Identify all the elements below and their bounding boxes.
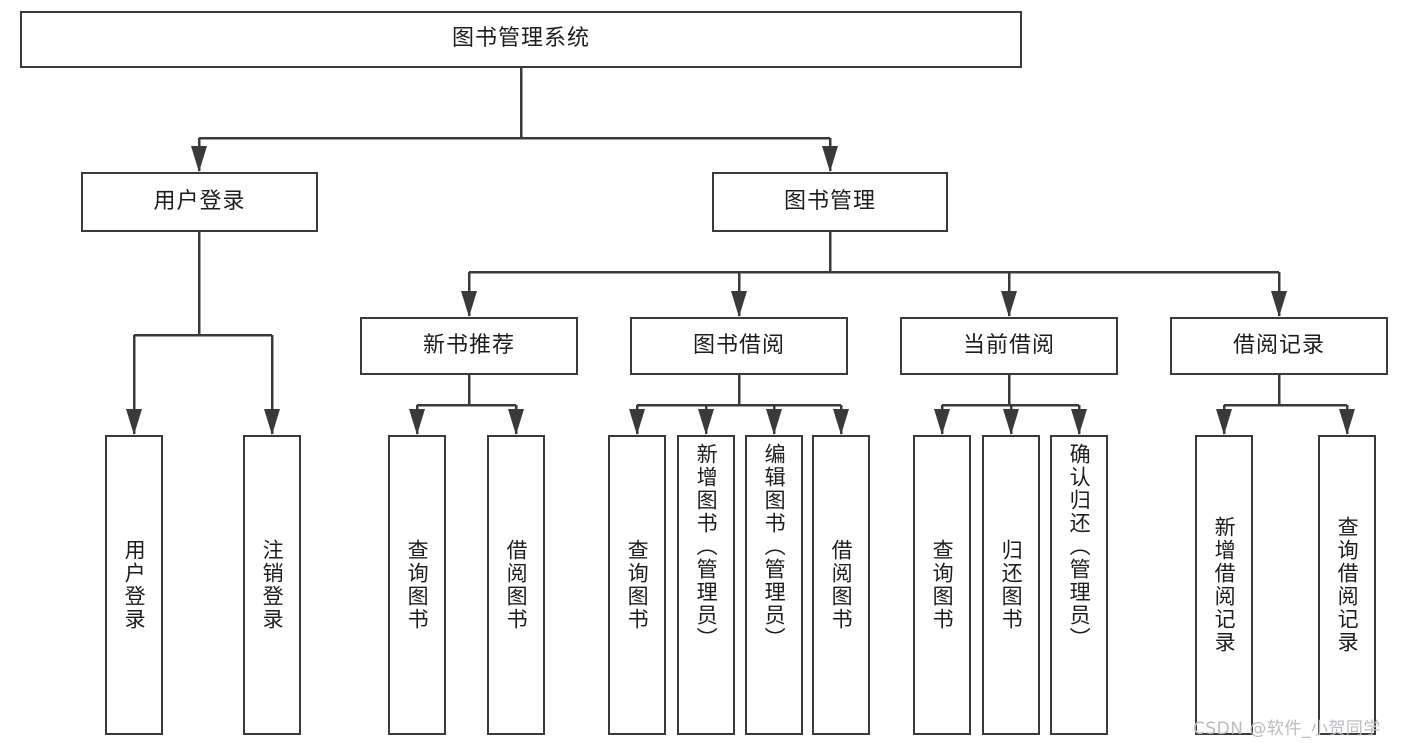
node-label: 图书借阅: [692, 332, 785, 358]
leaf-node-2[interactable]: 查询图书: [388, 435, 446, 735]
node-label: 归还图书: [999, 539, 1024, 631]
node-label: 借阅图书: [504, 539, 529, 631]
root-node-0[interactable]: 图书管理系统: [20, 11, 1022, 68]
node-label: 用户登录: [122, 539, 147, 631]
level2-node-1[interactable]: 图书管理: [712, 172, 948, 232]
node-label: 查询图书: [930, 539, 955, 631]
level2-node-0[interactable]: 用户登录: [81, 172, 318, 232]
leaf-node-8[interactable]: 查询图书: [913, 435, 971, 735]
leaf-node-11[interactable]: 新增借阅记录: [1195, 435, 1253, 735]
node-label: 新书推荐: [422, 332, 515, 358]
level3-node-0[interactable]: 新书推荐: [360, 317, 578, 375]
node-label: 图书管理: [783, 188, 876, 214]
node-label: 借阅记录: [1232, 332, 1325, 358]
node-label: 查询图书: [625, 539, 650, 631]
level3-node-2[interactable]: 当前借阅: [900, 317, 1118, 375]
leaf-node-1[interactable]: 注销登录: [243, 435, 301, 735]
leaf-node-4[interactable]: 查询图书: [608, 435, 666, 735]
leaf-node-10[interactable]: 确认归还（管理员）: [1050, 435, 1108, 735]
leaf-node-12[interactable]: 查询借阅记录: [1318, 435, 1376, 735]
node-label: 查询图书: [405, 539, 430, 631]
node-label: 新增借阅记录: [1212, 516, 1237, 654]
leaf-node-6[interactable]: 编辑图书（管理员）: [745, 435, 803, 735]
node-label: 新增图书（管理员）: [694, 443, 719, 650]
level3-node-1[interactable]: 图书借阅: [630, 317, 848, 375]
leaf-node-0[interactable]: 用户登录: [105, 435, 163, 735]
leaf-node-3[interactable]: 借阅图书: [487, 435, 545, 735]
leaf-node-9[interactable]: 归还图书: [982, 435, 1040, 735]
node-label: 注销登录: [260, 539, 285, 631]
csdn-watermark: CSDN @软件_小贺同学: [1193, 719, 1381, 739]
node-label: 查询借阅记录: [1335, 516, 1360, 654]
node-label: 编辑图书（管理员）: [762, 443, 787, 650]
node-label: 用户登录: [153, 188, 246, 214]
leaf-node-5[interactable]: 新增图书（管理员）: [677, 435, 735, 735]
node-label: 图书管理系统: [451, 26, 590, 52]
node-label: 当前借阅: [962, 332, 1055, 358]
leaf-node-7[interactable]: 借阅图书: [812, 435, 870, 735]
level3-node-3[interactable]: 借阅记录: [1170, 317, 1388, 375]
node-label: 借阅图书: [829, 539, 854, 631]
node-label: 确认归还（管理员）: [1067, 443, 1092, 650]
